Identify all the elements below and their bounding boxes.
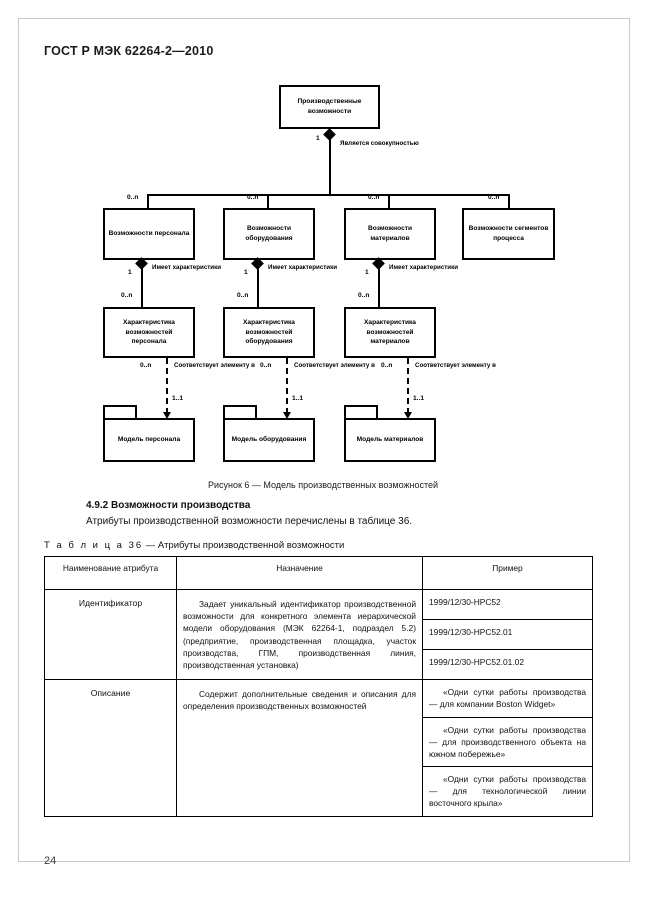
connector-drop-equipment	[267, 194, 269, 208]
connector-drop-material	[388, 194, 390, 208]
section-paragraph: Атрибуты производственной возможности пе…	[86, 516, 413, 527]
node-material-capability-property: Характеристика возможностей материалов	[344, 307, 436, 358]
relation-label-has-properties-personnel: Имеет характеристики	[152, 264, 221, 272]
multiplicity-personnel-property-0n: 0..n	[121, 292, 133, 299]
table-row: 1999/12/30-HPC52.01.02	[45, 649, 593, 681]
multiplicity-material-0n: 0..n	[368, 194, 380, 201]
package-tab-personnel-model	[103, 405, 137, 419]
connector-maps-to-equipment	[286, 358, 288, 414]
connector-equipment-property	[257, 268, 259, 307]
multiplicity-personnel-0n: 0..n	[127, 194, 139, 201]
multiplicity-material-has-one: 1	[365, 269, 369, 276]
cell-example-identifier-3: 1999/12/30-HPC52.01.02	[422, 649, 593, 681]
multiplicity-process-segment-0n: 0..n	[488, 194, 500, 201]
connector-bus	[147, 194, 509, 196]
connector-drop-personnel	[147, 194, 149, 208]
cell-attribute-description: Описание	[44, 679, 177, 817]
relation-text-maps-to-personnel: Соответствует элементу в	[174, 362, 255, 369]
relation-label-maps-to-personnel: Соответствует элементу в	[174, 362, 255, 370]
column-header-purpose: Назначение	[176, 556, 423, 590]
relation-text-has-properties-material: Имеет характеристики	[389, 264, 459, 271]
table-row: 1999/12/30-HPC52.01	[45, 619, 593, 651]
table-header-row: Наименование атрибута Назначение Пример	[44, 556, 593, 590]
figure-6-diagram: Производственные возможности 1 Является …	[103, 85, 555, 462]
multiplicity-material-maps-0n: 0..n	[381, 362, 393, 369]
document-header: ГОСТ Р МЭК 62264-2—2010	[44, 44, 214, 58]
page-number: 24	[44, 855, 57, 867]
package-tab-material-model	[344, 405, 378, 419]
multiplicity-personnel-maps-11: 1..1	[172, 395, 183, 402]
node-equipment-model: Модель оборудования	[223, 405, 315, 462]
cell-purpose-description: Содержит дополнительные сведения и описа…	[176, 679, 423, 817]
cell-example-identifier-1: 1999/12/30-HPC52	[422, 588, 593, 621]
connector-drop-process-segment	[508, 194, 510, 208]
connector-maps-to-personnel	[166, 358, 168, 414]
table-caption-label: Т а б л и ц а 36	[44, 540, 144, 551]
multiplicity-personnel-maps-0n: 0..n	[140, 362, 152, 369]
connector-material-property	[378, 268, 380, 307]
multiplicity-equipment-maps-0n: 0..n	[260, 362, 272, 369]
package-body-personnel-model: Модель персонала	[103, 418, 195, 462]
package-body-equipment-model: Модель оборудования	[223, 418, 315, 462]
arrowhead-maps-to-equipment	[283, 412, 291, 419]
cell-purpose-identifier: Задает уникальный идентификатор производ…	[176, 588, 423, 681]
multiplicity-equipment-0n: 0..n	[247, 194, 259, 201]
relation-label-has-properties-equipment: Имеет характеристики	[268, 264, 337, 272]
table-row: «Одни сутки работы производства — для те…	[45, 766, 593, 817]
relation-text-maps-to-material: Соответствует элементу в	[415, 362, 496, 369]
table-caption-text: — Атрибуты производственной возможности	[143, 540, 345, 551]
relation-label-maps-to-material: Соответствует элементу в	[415, 362, 496, 370]
arrowhead-maps-to-personnel	[163, 412, 171, 419]
relation-label-is-made-up-of: Является совокупностью	[340, 140, 419, 148]
table-row: «Одни сутки работы производства — для пр…	[45, 716, 593, 768]
table-row: Идентификатор Задает уникальный идентифи…	[44, 588, 593, 681]
relation-text-has-properties-equipment: Имеет характеристики	[268, 264, 338, 271]
node-material-capability: Возможности материалов	[344, 208, 436, 260]
multiplicity-personnel-has-one: 1	[128, 269, 132, 276]
node-personnel-model: Модель персонала	[103, 405, 195, 462]
node-production-capability: Производственные возможности	[279, 85, 380, 129]
multiplicity-equipment-has-one: 1	[244, 269, 248, 276]
relation-label-has-properties-material: Имеет характеристики	[389, 264, 458, 272]
table-caption: Т а б л и ц а 36 — Атрибуты производстве…	[44, 540, 344, 551]
package-body-material-model: Модель материалов	[344, 418, 436, 462]
relation-label-maps-to-equipment: Соответствует элементу в	[294, 362, 375, 370]
relation-text-has-properties-personnel: Имеет характеристики	[152, 264, 222, 271]
multiplicity-material-property-0n: 0..n	[358, 292, 370, 299]
column-header-attribute: Наименование атрибута	[44, 556, 177, 590]
multiplicity-material-maps-11: 1..1	[413, 395, 424, 402]
connector-maps-to-material	[407, 358, 409, 414]
connector-root-trunk	[329, 139, 331, 195]
attributes-table: Наименование атрибута Назначение Пример …	[44, 556, 593, 817]
node-equipment-capability: Возможности оборудования	[223, 208, 315, 260]
column-header-example: Пример	[422, 556, 593, 590]
node-personnel-capability-property: Характеристика возможностей персонала	[103, 307, 195, 358]
multiplicity-equipment-maps-11: 1..1	[292, 395, 303, 402]
cell-example-description-3: «Одни сутки работы производства — для те…	[422, 766, 593, 817]
cell-example-description-1: «Одни сутки работы производства — для ко…	[422, 679, 593, 718]
table-row: Описание Содержит дополнительные сведени…	[44, 679, 593, 817]
relation-text-is-made-up-of: Является совокупностью	[340, 140, 419, 147]
node-material-model: Модель материалов	[344, 405, 436, 462]
connector-personnel-property	[141, 268, 143, 307]
cell-attribute-identifier: Идентификатор	[44, 588, 177, 681]
package-tab-equipment-model	[223, 405, 257, 419]
multiplicity-equipment-property-0n: 0..n	[237, 292, 249, 299]
cell-example-description-2: «Одни сутки работы производства — для пр…	[422, 716, 593, 768]
figure-caption: Рисунок 6 — Модель производственных возм…	[207, 480, 439, 490]
node-personnel-capability: Возможности персонала	[103, 208, 195, 260]
cell-example-identifier-2: 1999/12/30-HPC52.01	[422, 619, 593, 651]
node-equipment-capability-property: Характеристика возможностей оборудования	[223, 307, 315, 358]
section-heading: 4.9.2 Возможности производства	[86, 500, 251, 511]
node-process-segment-capability: Возможности сегментов процесса	[462, 208, 555, 260]
arrowhead-maps-to-material	[404, 412, 412, 419]
multiplicity-root-one: 1	[316, 135, 320, 142]
relation-text-maps-to-equipment: Соответствует элементу в	[294, 362, 375, 369]
